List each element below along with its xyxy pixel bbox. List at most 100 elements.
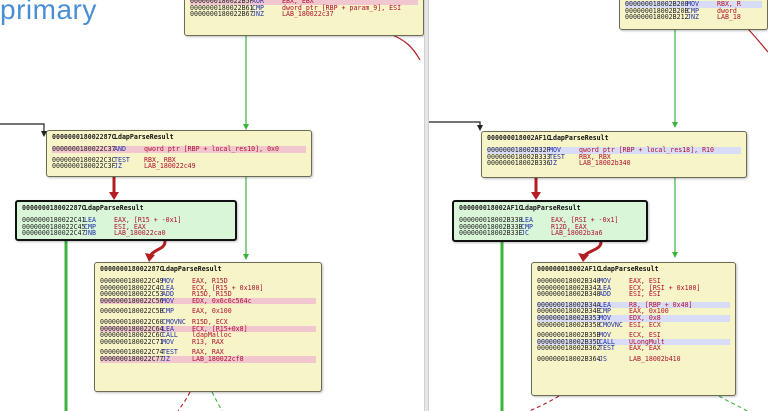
code-block[interactable]: 000000018002AF1CLdapParseResult 000000018… bbox=[481, 131, 747, 178]
block-header-address[interactable]: 000000018002AF1C bbox=[459, 204, 523, 212]
instruction-operands: dword bbox=[717, 6, 737, 15]
block-header-address[interactable]: 000000018002AF1C bbox=[537, 265, 601, 273]
instruction-operands: EAX, R15D bbox=[192, 277, 228, 285]
instruction-operands: EAX, [RSI + -0x1] bbox=[551, 216, 619, 224]
instruction-address: 0000000180022C47 bbox=[22, 229, 86, 238]
instruction-mnemonic: MOV bbox=[687, 0, 699, 8]
instruction-operands: ESI, EAX bbox=[114, 222, 146, 231]
instruction-mnemonic: CMOVNC bbox=[599, 320, 623, 329]
block-header: 000000018002AF1CLdapParseResult bbox=[459, 205, 641, 214]
block-function-name[interactable]: LdapParseResult bbox=[599, 265, 659, 273]
block-function-name[interactable]: LdapParseResult bbox=[521, 204, 581, 212]
block-header-address[interactable]: 000000018002AF1C bbox=[487, 134, 551, 142]
instruction-mnemonic: LEA bbox=[599, 300, 611, 309]
block-header-address[interactable]: 000000018002287C bbox=[22, 204, 86, 212]
instruction-operands: EAX, [R15 + -0x1] bbox=[114, 216, 182, 224]
block-header: 000000018002AF1CLdapParseResult bbox=[537, 266, 730, 275]
instruction-mnemonic: MOV bbox=[599, 277, 611, 285]
instruction-mnemonic: LEA bbox=[521, 216, 533, 224]
instruction-address: 0000000180022C49 bbox=[100, 277, 164, 285]
pane-divider[interactable] bbox=[424, 0, 429, 411]
edge-b0-offscreen bbox=[389, 33, 421, 61]
code-block[interactable]: 000000018002287CLdapParseResult 000000018… bbox=[46, 130, 312, 177]
instruction-operands: ESI, ESI bbox=[629, 290, 661, 299]
edge-b0-b1-arrow bbox=[243, 124, 249, 130]
block-header-address[interactable]: 000000018002287C bbox=[52, 133, 116, 141]
instruction-address: 000000018002B208 bbox=[625, 0, 689, 8]
instruction-address: 0000000180022C41 bbox=[22, 216, 86, 224]
block-function-name[interactable]: LdapParseResult bbox=[84, 204, 144, 212]
edge-c3-out-red bbox=[528, 395, 560, 411]
block-function-name[interactable]: LdapParseResult bbox=[162, 265, 222, 273]
code-block[interactable]: 000000018002287CLdapParseResult 000000018… bbox=[94, 262, 322, 392]
instruction-operands: LAB_180022c37 bbox=[282, 10, 334, 19]
block-function-name[interactable]: LdapParseResult bbox=[114, 133, 174, 141]
edge-c2-c3-arrow bbox=[578, 253, 589, 262]
instruction-address: 000000018002B33B bbox=[459, 222, 523, 231]
instruction-operands: ECX, [R15 + 0x100] bbox=[192, 283, 264, 292]
instruction-operands: ECX, [RSI + 0x100] bbox=[629, 283, 701, 292]
block-header: 000000018002287CLdapParseResult bbox=[22, 205, 230, 214]
instruction-operands: R13, RAX bbox=[192, 337, 224, 346]
block-function-name[interactable]: LdapParseResult bbox=[549, 134, 609, 142]
edge-c3-out-green bbox=[718, 395, 748, 411]
instruction-address: 0000000180022C3C bbox=[52, 155, 116, 164]
instruction-operands: dword ptr [RBP + param_9], ESI bbox=[282, 3, 402, 12]
instruction-operands: EAX, ESI bbox=[629, 277, 661, 285]
instruction-address: 0000000180022C64 bbox=[100, 324, 164, 333]
block-header-address[interactable]: 000000018002287C bbox=[100, 265, 164, 273]
instruction-address: 0000000180022C60 bbox=[100, 317, 164, 326]
instruction-address: 000000018002B33E bbox=[459, 229, 523, 238]
edge-b2-b3 bbox=[148, 240, 167, 257]
instruction-mnemonic: MOV bbox=[162, 337, 174, 346]
instruction-operands: RAX, RAX bbox=[192, 348, 224, 357]
